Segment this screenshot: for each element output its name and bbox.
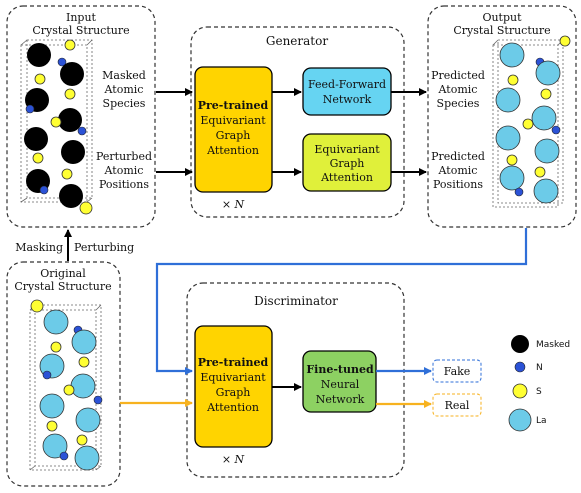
discriminator-nn-line1: Fine-tuned xyxy=(306,363,374,376)
legend-n-swatch xyxy=(514,361,526,373)
masked-species-label-3: Species xyxy=(103,97,146,110)
real-output-box xyxy=(432,393,482,417)
legend-s-label: S xyxy=(536,387,542,397)
output-title-1: Output xyxy=(482,11,522,24)
input-title-2: Crystal Structure xyxy=(32,24,129,37)
original-title-1: Original xyxy=(40,267,86,280)
output-title-2: Crystal Structure xyxy=(453,24,550,37)
generator-ffn-block xyxy=(302,67,392,116)
legend: Masked N S La xyxy=(508,335,570,432)
predicted-pos-label-3: Positions xyxy=(433,178,483,191)
generator-ffn-line2: Network xyxy=(323,93,372,106)
discriminator-nn-line3: Network xyxy=(316,393,365,406)
generator-title: Generator xyxy=(266,34,328,48)
discriminator-repeat: × N xyxy=(222,453,245,466)
predicted-species-label-2: Atomic xyxy=(438,83,478,96)
arrow-output-to-discriminator xyxy=(155,228,528,375)
legend-la-label: La xyxy=(536,416,547,426)
input-panel xyxy=(6,5,156,228)
generator-egat2-line2: Graph xyxy=(330,157,365,170)
output-panel xyxy=(427,5,577,228)
generator-egat2-line3: Attention xyxy=(320,171,373,184)
predicted-species-label-1: Predicted xyxy=(431,69,485,82)
generator-egat-line2: Equivariant xyxy=(200,114,266,127)
fake-label: Fake xyxy=(444,365,471,378)
generator-repeat: × N xyxy=(222,198,245,211)
generator-egat-line1: Pre-trained xyxy=(198,99,269,112)
original-title-2: Crystal Structure xyxy=(14,280,111,293)
discriminator-egat-line1: Pre-trained xyxy=(198,356,269,369)
legend-la-swatch xyxy=(508,408,532,432)
perturbing-label: Perturbing xyxy=(74,241,134,254)
legend-masked-swatch xyxy=(511,335,529,353)
output-crystal xyxy=(492,35,571,208)
generator-panel xyxy=(190,26,405,218)
original-crystal xyxy=(29,299,103,471)
legend-n-label: N xyxy=(536,363,543,373)
masking-label: Masking xyxy=(15,241,63,254)
perturbed-pos-label-2: Atomic xyxy=(104,164,144,177)
discriminator-egat-line2: Equivariant xyxy=(200,371,266,384)
perturbed-pos-label-1: Perturbed xyxy=(96,150,152,163)
real-label: Real xyxy=(445,399,470,412)
discriminator-panel xyxy=(186,282,405,478)
discriminator-egat-line3: Graph xyxy=(216,386,251,399)
generator-egat-line3: Graph xyxy=(216,129,251,142)
perturbed-pos-label-3: Positions xyxy=(99,178,149,191)
predicted-pos-label-2: Atomic xyxy=(438,164,478,177)
generator-egat-line4: Attention xyxy=(206,144,259,157)
legend-s-swatch xyxy=(512,383,528,399)
discriminator-title: Discriminator xyxy=(254,294,338,308)
input-title-1: Input xyxy=(66,11,97,24)
discriminator-nn-line2: Neural xyxy=(321,378,360,391)
input-crystal xyxy=(20,39,93,215)
masked-species-label-1: Masked xyxy=(102,69,146,82)
generator-egat2-block xyxy=(302,133,392,192)
discriminator-egat-line4: Attention xyxy=(206,401,259,414)
fake-output-box xyxy=(432,359,482,383)
predicted-pos-label-1: Predicted xyxy=(431,150,485,163)
masked-species-label-2: Atomic xyxy=(104,83,144,96)
generator-egat2-line1: Equivariant xyxy=(314,143,380,156)
legend-masked-label: Masked xyxy=(536,340,570,350)
generator-ffn-line1: Feed-Forward xyxy=(308,78,386,91)
generator-egat-block xyxy=(194,66,273,193)
predicted-species-label-3: Species xyxy=(437,97,480,110)
discriminator-nn-block xyxy=(302,350,377,413)
